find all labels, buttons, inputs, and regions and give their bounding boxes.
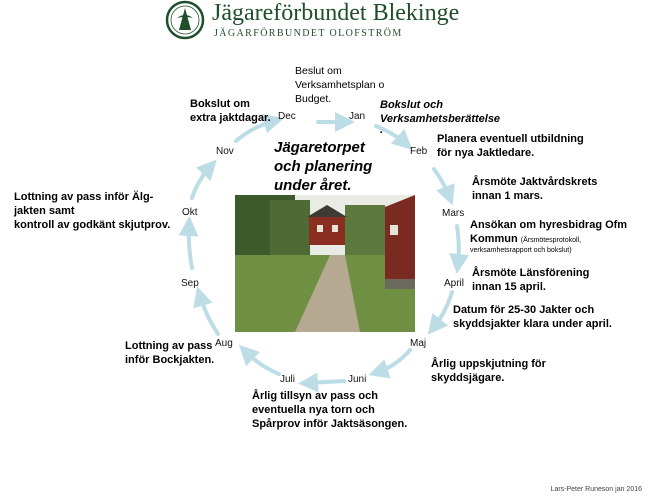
note-line: Årlig tillsyn av pass och xyxy=(252,390,378,402)
note-line: kontroll av godkänt skjutprov. xyxy=(14,219,171,231)
month-dec: Dec xyxy=(278,111,296,122)
month-juni: Juni xyxy=(348,374,367,385)
note-line: Datum för 25-30 Jakter och xyxy=(453,304,595,316)
arrow-nov-dec xyxy=(234,113,284,143)
note-line: innan 1 mars. xyxy=(472,190,543,202)
arrow-juni-juli xyxy=(298,372,346,393)
note-line-with-detail: Kommun (Årsmötesprotokoll, xyxy=(470,232,627,246)
month-okt: Okt xyxy=(182,207,198,218)
organization-title: Jägareförbundet Blekinge xyxy=(212,0,460,26)
note-line: Årlig uppskjutning för xyxy=(431,358,546,370)
month-juli: Juli xyxy=(280,374,296,385)
note-roebuck-stand-draw: Lottning av pass inför Bockjakten. xyxy=(125,339,214,367)
note-line: eventuella nya torn och xyxy=(252,404,375,416)
arrow-jan-feb xyxy=(374,124,413,150)
note-line: för nya Jaktledare. xyxy=(437,147,535,159)
note-line: Verksamhetsberättelse xyxy=(380,113,501,125)
note-rent-subsidy: Ansökan om hyresbidrag Ofm Kommun (Årsmö… xyxy=(470,218,627,255)
arrow-april-maj xyxy=(427,290,454,335)
note-line: . xyxy=(380,124,384,136)
note-moose-stand-draw: Lottning av pass inför Älg- jakten samt … xyxy=(14,190,170,232)
month-april: April xyxy=(444,278,465,289)
note-line: Ansökan om hyresbidrag Ofm xyxy=(470,219,628,231)
month-mars: Mars xyxy=(442,208,465,219)
month-feb: Feb xyxy=(410,146,428,157)
arrow-aug-sep xyxy=(193,286,220,336)
arrow-juli-aug xyxy=(238,344,281,376)
note-stand-inspection: Årlig tillsyn av pass och eventuella nya… xyxy=(252,389,407,431)
arrow-feb-mars xyxy=(432,167,455,206)
month-sep: Sep xyxy=(181,278,199,289)
note-line: skyddsjägare. xyxy=(431,372,505,384)
note-line: Kommun xyxy=(470,233,518,245)
note-line: Budget. xyxy=(295,93,332,105)
note-line: Lottning av pass xyxy=(125,340,213,352)
month-aug: Aug xyxy=(215,338,233,349)
center-title-line: och planering xyxy=(274,158,373,175)
center-title-line: Jägaretorpet xyxy=(274,139,365,156)
arrow-mars-april xyxy=(449,224,470,274)
note-line: Spårprov inför Jaktsäsongen. xyxy=(252,418,408,430)
note-detail: verksamhetsrapport och bokslut) xyxy=(470,247,572,254)
center-title: Jägaretorpet och planering under året. xyxy=(274,138,372,195)
month-maj: Maj xyxy=(410,338,427,349)
note-hunt-dates: Datum för 25-30 Jakter och skyddsjakter … xyxy=(453,303,612,331)
note-line: skyddsjakter klara under april. xyxy=(453,318,612,330)
note-line: extra jaktdagar. xyxy=(190,112,271,124)
note-annual-report: Bokslut och Verksamhetsberättelse . xyxy=(380,98,501,136)
hunting-lodge-photo xyxy=(235,195,415,332)
note-line: innan 15 april. xyxy=(472,281,546,293)
arrow-sep-okt xyxy=(178,216,199,270)
note-line: Lottning av pass inför Älg- xyxy=(14,191,154,203)
arrow-okt-nov xyxy=(190,159,217,200)
note-detail: (Årsmötesprotokoll, xyxy=(520,237,582,244)
note-line: jakten samt xyxy=(14,205,75,217)
arrow-maj-juni xyxy=(368,348,412,379)
note-line: Bokslut och xyxy=(380,99,443,111)
note-shooting-test: Årlig uppskjutning för skyddsjägare. xyxy=(431,357,546,385)
month-jan: Jan xyxy=(349,111,366,122)
note-line: Årsmöte Länsförening xyxy=(472,267,590,279)
hunters-association-logo-icon xyxy=(165,0,205,40)
center-title-line: under året. xyxy=(274,177,352,194)
note-hunt-leader-training: Planera eventuell utbildning för nya Jak… xyxy=(437,132,584,160)
note-line: inför Bockjakten. xyxy=(125,354,215,366)
note-line: Planera eventuell utbildning xyxy=(437,133,584,145)
author-credit: Lars-Peter Runeson jan 2016 xyxy=(550,486,642,493)
note-line: Bokslut om xyxy=(190,98,250,110)
note-extra-hunting-days: Bokslut om extra jaktdagar. xyxy=(190,97,271,125)
organization-subtitle: JÄGARFÖRBUNDET OLOFSTRÖM xyxy=(214,28,403,39)
note-county-annual-meeting: Årsmöte Länsförening innan 15 april. xyxy=(472,266,589,294)
note-line: Beslut om xyxy=(295,65,342,77)
month-nov: Nov xyxy=(216,146,234,157)
note-budget: Beslut om Verksamhetsplan o Budget. xyxy=(295,64,384,106)
note-line: Verksamhetsplan o xyxy=(295,79,385,91)
note-district-annual-meeting: Årsmöte Jaktvårdskrets innan 1 mars. xyxy=(472,175,597,203)
note-line: Årsmöte Jaktvårdskrets xyxy=(472,176,598,188)
